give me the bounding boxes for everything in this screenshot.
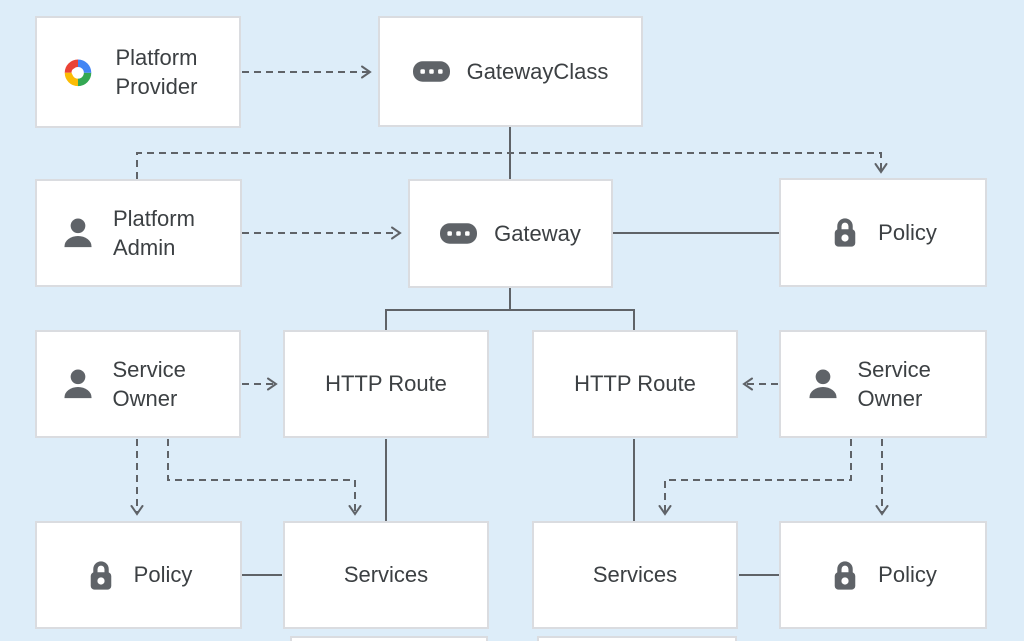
edge-serviceowner-left-services [167, 439, 362, 516]
edge-serviceowner-right-services [658, 439, 852, 516]
lock-icon [829, 215, 861, 250]
node-label: HTTP Route [574, 371, 696, 397]
node-platform-admin: Platform Admin [35, 179, 242, 287]
node-label: HTTP Route [325, 371, 447, 397]
node-http-route-left: HTTP Route [283, 330, 489, 438]
node-service-owner-left: Service Owner [35, 330, 241, 438]
node-label: GatewayClass [466, 58, 609, 84]
node-label: Platform Admin [113, 205, 195, 260]
node-http-route-right: HTTP Route [532, 330, 738, 438]
node-label: Policy [878, 219, 937, 245]
node-label: Platform Provider [115, 44, 198, 99]
lock-icon [829, 558, 861, 593]
node-policy-bottom-right: Policy [779, 521, 987, 629]
node-gatewayclass: GatewayClass [378, 16, 643, 127]
edge-gateway-httproutes [385, 288, 635, 331]
node-gateway: Gateway [408, 179, 613, 288]
node-label: Gateway [494, 220, 581, 246]
node-policy-top-right: Policy [779, 178, 987, 287]
node-platform-provider: Platform Provider [35, 16, 241, 128]
node-policy-bottom-left: Policy [35, 521, 242, 629]
gateway-pill-icon [440, 223, 478, 244]
node-label: Policy [878, 562, 937, 588]
edge-admin-policy [136, 152, 888, 179]
cutoff-box-right [537, 636, 737, 641]
google-cloud-icon [57, 55, 99, 90]
node-service-owner-right: Service Owner [779, 330, 987, 438]
gateway-pill-icon [412, 61, 450, 82]
person-icon [60, 366, 96, 402]
lock-icon [85, 558, 117, 593]
node-services-left: Services [283, 521, 489, 629]
node-label: Policy [133, 562, 193, 588]
node-label: Services [592, 562, 678, 588]
node-services-right: Services [532, 521, 738, 629]
node-label: Services [343, 562, 429, 588]
node-label: Service Owner [857, 356, 931, 411]
node-label: Service Owner [112, 356, 186, 411]
person-icon [60, 215, 96, 251]
cutoff-box-left [290, 636, 488, 641]
person-icon [805, 366, 841, 402]
